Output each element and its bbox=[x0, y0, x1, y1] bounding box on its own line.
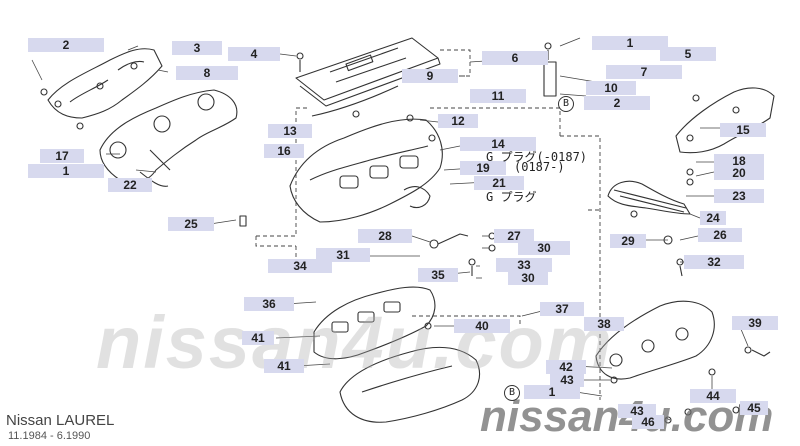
callout-8[interactable]: 8 bbox=[176, 66, 238, 80]
air-duct bbox=[607, 180, 691, 215]
callout-9[interactable]: 9 bbox=[402, 69, 458, 83]
callout-25[interactable]: 25 bbox=[168, 217, 214, 231]
annotation-g-plug-late: (0187-) bbox=[514, 160, 565, 174]
intake-manifold-lower bbox=[313, 286, 436, 360]
callout-43b[interactable]: 43 bbox=[618, 404, 656, 418]
callout-35[interactable]: 35 bbox=[418, 268, 458, 282]
heat-shield-upper-left bbox=[47, 48, 163, 119]
callout-38[interactable]: 38 bbox=[584, 317, 624, 331]
callout-41[interactable]: 41 bbox=[242, 331, 274, 345]
callout-44[interactable]: 44 bbox=[690, 389, 736, 403]
callout-30b[interactable]: 30 bbox=[508, 271, 548, 285]
callout-12[interactable]: 12 bbox=[438, 114, 478, 128]
callout-34[interactable]: 34 bbox=[268, 259, 332, 273]
callout-30[interactable]: 30 bbox=[518, 241, 570, 255]
callout-29[interactable]: 29 bbox=[610, 234, 646, 248]
callout-7[interactable]: 7 bbox=[606, 65, 682, 79]
callout-24[interactable]: 24 bbox=[700, 211, 726, 225]
callout-42[interactable]: 42 bbox=[546, 360, 586, 374]
callout-28[interactable]: 28 bbox=[358, 229, 412, 243]
callout-40[interactable]: 40 bbox=[454, 319, 510, 333]
callout-4[interactable]: 4 bbox=[228, 47, 280, 61]
callout-11[interactable]: 11 bbox=[470, 89, 526, 103]
callout-45[interactable]: 45 bbox=[740, 401, 768, 415]
exhaust-manifold-right bbox=[595, 300, 715, 380]
callout-2b[interactable]: 2 bbox=[584, 96, 650, 110]
callout-43[interactable]: 43 bbox=[550, 373, 584, 387]
ref-marker-b-top: B bbox=[558, 96, 574, 112]
callout-21[interactable]: 21 bbox=[474, 176, 524, 190]
callout-31[interactable]: 31 bbox=[316, 248, 370, 262]
callout-33[interactable]: 33 bbox=[496, 258, 552, 272]
callout-23[interactable]: 23 bbox=[714, 189, 764, 203]
callout-36[interactable]: 36 bbox=[244, 297, 294, 311]
callout-1c[interactable]: 1 bbox=[524, 385, 580, 399]
callout-1b[interactable]: 1 bbox=[28, 164, 104, 178]
intake-manifold-upper bbox=[289, 118, 443, 223]
callout-37[interactable]: 37 bbox=[540, 302, 584, 316]
callout-5[interactable]: 5 bbox=[660, 47, 716, 61]
vehicle-title: Nissan LAUREL bbox=[6, 412, 115, 429]
callout-39[interactable]: 39 bbox=[732, 316, 778, 330]
callout-32[interactable]: 32 bbox=[684, 255, 744, 269]
callout-6[interactable]: 6 bbox=[482, 51, 548, 65]
annotation-g-plug-early: G プラグ(-0187) bbox=[486, 150, 588, 164]
callout-17[interactable]: 17 bbox=[40, 149, 84, 163]
heat-shield-right bbox=[675, 87, 775, 154]
callout-2[interactable]: 2 bbox=[28, 38, 104, 52]
callout-10[interactable]: 10 bbox=[586, 81, 636, 95]
lower-cover bbox=[339, 346, 480, 423]
callout-26[interactable]: 26 bbox=[698, 228, 742, 242]
callout-13[interactable]: 13 bbox=[268, 124, 312, 138]
callout-1[interactable]: 1 bbox=[592, 36, 668, 50]
callout-27[interactable]: 27 bbox=[494, 229, 534, 243]
callout-3[interactable]: 3 bbox=[172, 41, 222, 55]
callout-18[interactable]: 18 bbox=[714, 154, 764, 168]
callout-16[interactable]: 16 bbox=[264, 144, 304, 158]
callout-15[interactable]: 15 bbox=[720, 123, 766, 137]
callout-20[interactable]: 20 bbox=[714, 166, 764, 180]
date-range: 11.1984 - 6.1990 bbox=[8, 430, 91, 442]
callout-22[interactable]: 22 bbox=[108, 178, 152, 192]
ref-marker-b-bottom: B bbox=[504, 385, 520, 401]
annotation-g-plug: G プラグ bbox=[486, 190, 537, 204]
callout-46[interactable]: 46 bbox=[632, 415, 664, 429]
callout-14[interactable]: 14 bbox=[460, 137, 536, 151]
watermark-center: nissan4u.com bbox=[96, 301, 614, 384]
callout-19[interactable]: 19 bbox=[460, 161, 506, 175]
callout-41b[interactable]: 41 bbox=[264, 359, 304, 373]
